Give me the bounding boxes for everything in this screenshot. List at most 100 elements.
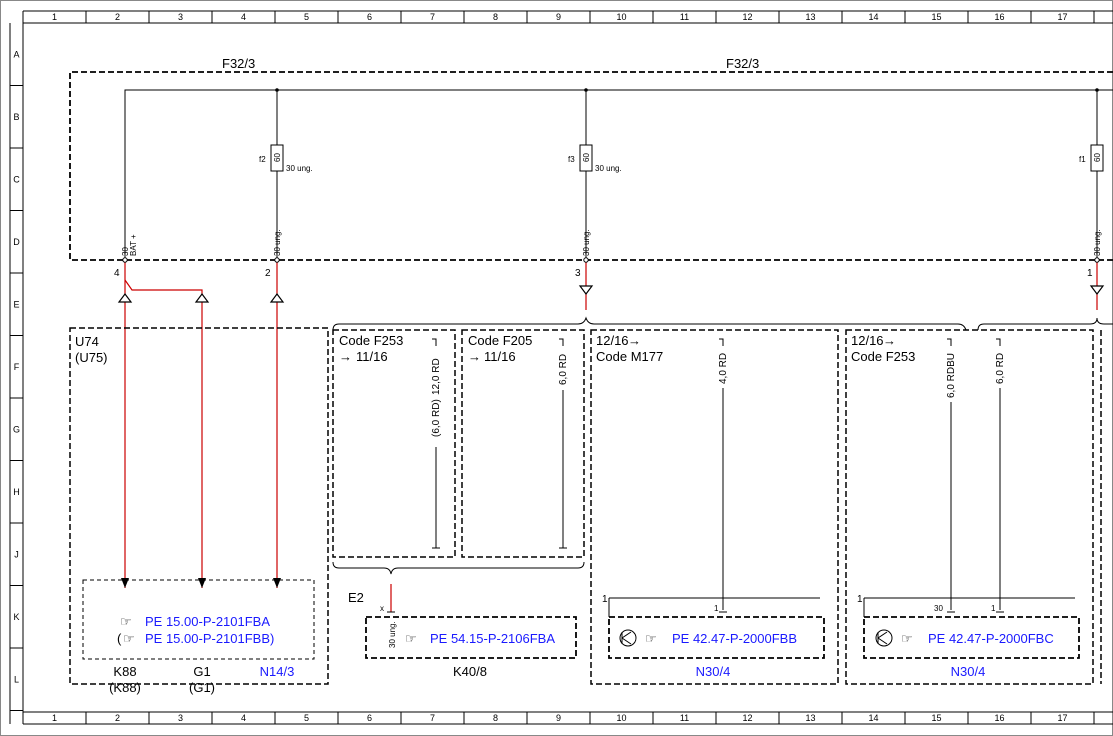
- code-f253-a-box: [332, 329, 456, 558]
- n30b-wire-1: 6,0 RDBU: [946, 353, 957, 398]
- u74-ref-link-1[interactable]: PE 15.00-P-2101FBA: [145, 614, 270, 629]
- n30a-pin-left: 1: [602, 594, 608, 605]
- grid-ruler: 1122334455667788991010111112121313141415…: [10, 11, 1095, 724]
- u74-foot-k88: K88: [113, 664, 136, 679]
- n30b-code: Code F253: [851, 349, 915, 364]
- n30b-ref-link[interactable]: PE 42.47-P-2000FBC: [928, 631, 1054, 646]
- fuse-rating-f2: 60: [273, 153, 282, 162]
- n30b-module-box: [863, 616, 1080, 659]
- grid-col-label: 1: [52, 12, 57, 22]
- u74-foot-g1-sub: (G1): [189, 680, 215, 695]
- grid-col-label: 15: [931, 12, 941, 22]
- grid-row-label: J: [14, 549, 19, 559]
- k40-pin-label: x: [380, 604, 384, 613]
- n30a-outer-box: [590, 329, 839, 685]
- pin-number-2: 2: [265, 268, 271, 279]
- n30b-name[interactable]: N30/4: [951, 664, 986, 679]
- u74-inner-box: [82, 579, 315, 660]
- grid-col-label: 14: [868, 12, 878, 22]
- grid-col-label: 16: [994, 12, 1004, 22]
- code-f253-a-wire-alt: (6,0 RD): [431, 399, 442, 437]
- code-f253-a-code: Code F253: [339, 333, 403, 348]
- grid-col-label: 2: [115, 713, 120, 723]
- u74-ref-2[interactable]: ( ☞ PE 15.00-P-2101FBB): [117, 631, 274, 646]
- fuse-rating-f1: 60: [1093, 153, 1102, 162]
- grid-col-label: 4: [241, 713, 246, 723]
- n30a-code: Code M177: [596, 349, 663, 364]
- grid-col-label: 6: [367, 12, 372, 22]
- right-arrow-icon: →: [468, 349, 481, 364]
- k40-name: K40/8: [453, 664, 487, 679]
- right-arrow-icon: →: [339, 349, 352, 364]
- pin-number-4: 4: [114, 268, 120, 279]
- terminal-f3-label: 30 ung.: [582, 229, 591, 256]
- grid-col-label: 10: [616, 713, 626, 723]
- grid-col-label: 17: [1057, 12, 1067, 22]
- n30a-ref-link[interactable]: PE 42.47-P-2000FBB: [672, 631, 797, 646]
- n30a-name[interactable]: N30/4: [696, 664, 731, 679]
- u74-ref-link-2[interactable]: PE 15.00-P-2101FBB): [145, 631, 274, 646]
- n30a-pin: 1: [714, 604, 719, 613]
- grid-col-label: 2: [115, 12, 120, 22]
- grid-col-label: 6: [367, 713, 372, 723]
- grid-col-label: 12: [742, 12, 752, 22]
- code-f253-a-wire-line: [432, 338, 440, 549]
- hand-pointer-icon: ☞: [405, 631, 417, 646]
- n30b-outer-box: [845, 329, 1094, 685]
- code-f205-range: 11/16: [484, 349, 516, 364]
- pin-number-3: 3: [575, 268, 581, 279]
- grid-col-label: 12: [742, 713, 752, 723]
- right-arrow-icon: →: [628, 333, 641, 348]
- grid-col-label: 4: [241, 12, 246, 22]
- fuse-f3: f3 60 30 ung.: [568, 130, 622, 258]
- u74-ref-1[interactable]: ☞ PE 15.00-P-2101FBA: [120, 614, 270, 629]
- terminal-f2-label: 30 ung.: [273, 229, 282, 256]
- fusebox-label-left: F32/3: [222, 56, 255, 71]
- grid-col-label: 7: [430, 12, 435, 22]
- connector-arrowheads: [121, 578, 281, 588]
- grid-col-label: 9: [556, 12, 561, 22]
- hand-pointer-icon: ☞: [645, 631, 657, 646]
- code-f205-wire: 6,0 RD: [558, 354, 569, 385]
- k40-ref-link[interactable]: PE 54.15-P-2106FBA: [430, 631, 555, 646]
- grid-col-label: 15: [931, 713, 941, 723]
- grid-row-label: K: [13, 612, 19, 622]
- k40-terminal: 30 ung.: [388, 621, 397, 648]
- fuse-name-f1: f1: [1079, 155, 1086, 164]
- pin-number-1: 1: [1087, 268, 1093, 279]
- fuse-terminal-f2: 30 ung.: [286, 164, 313, 173]
- grid-col-label: 7: [430, 713, 435, 723]
- grid-row-label: B: [13, 112, 19, 122]
- grid-row-label: G: [13, 424, 20, 434]
- terminal-bat-number: 30: [121, 247, 130, 256]
- grid-col-label: 3: [178, 12, 183, 22]
- n30b-wire-2: 6,0 RD: [995, 353, 1006, 384]
- u74-foot-n14-3[interactable]: N14/3: [260, 664, 295, 679]
- u74-foot-k88-sub: (K88): [109, 680, 141, 695]
- n30a-wire: 4,0 RD: [718, 353, 729, 384]
- grid-row-label: D: [13, 237, 20, 247]
- hand-pointer-icon: ☞: [901, 631, 913, 646]
- grid-col-label: 10: [616, 12, 626, 22]
- code-f205-code: Code F205: [468, 333, 532, 348]
- n30a-range: 12/16: [596, 333, 629, 348]
- u74-subtitle: (U75): [75, 350, 108, 365]
- fuse-f2: f2 60 30 ung.: [259, 130, 313, 258]
- connector-triangles: [117, 285, 1105, 303]
- grid-col-label: 11: [680, 713, 689, 723]
- grid-col-label: 13: [805, 12, 815, 22]
- fusebox-label-right: F32/3: [726, 56, 759, 71]
- grid-row-label: L: [14, 674, 19, 684]
- grid-col-label: 8: [493, 713, 498, 723]
- k40-module-box: [365, 616, 577, 659]
- grid-col-label: 8: [493, 12, 498, 22]
- n30a-module-box: [608, 616, 825, 659]
- grid-col-label: 5: [304, 713, 309, 723]
- u74-foot-g1: G1: [193, 664, 210, 679]
- n30b-pin-30: 30: [934, 604, 943, 613]
- n30b-pin-left: 1: [857, 594, 863, 605]
- grid-col-label: 13: [805, 713, 815, 723]
- fuse-name-f2: f2: [259, 155, 266, 164]
- grid-row-label: C: [13, 174, 20, 184]
